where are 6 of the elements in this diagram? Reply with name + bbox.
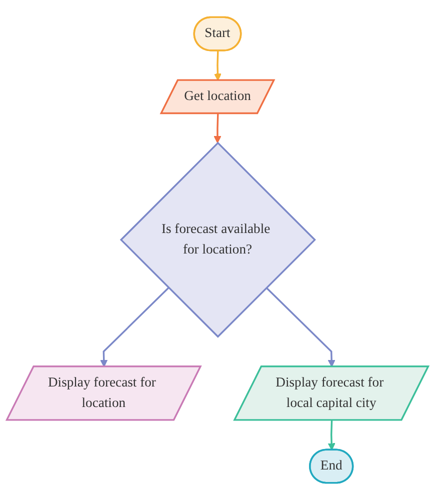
arrow xyxy=(214,50,222,81)
arrow xyxy=(214,114,222,144)
arrow xyxy=(328,420,336,450)
node-diamond: Is forecast available for location? xyxy=(120,142,316,338)
arrow xyxy=(100,287,170,368)
arrow xyxy=(266,287,336,368)
